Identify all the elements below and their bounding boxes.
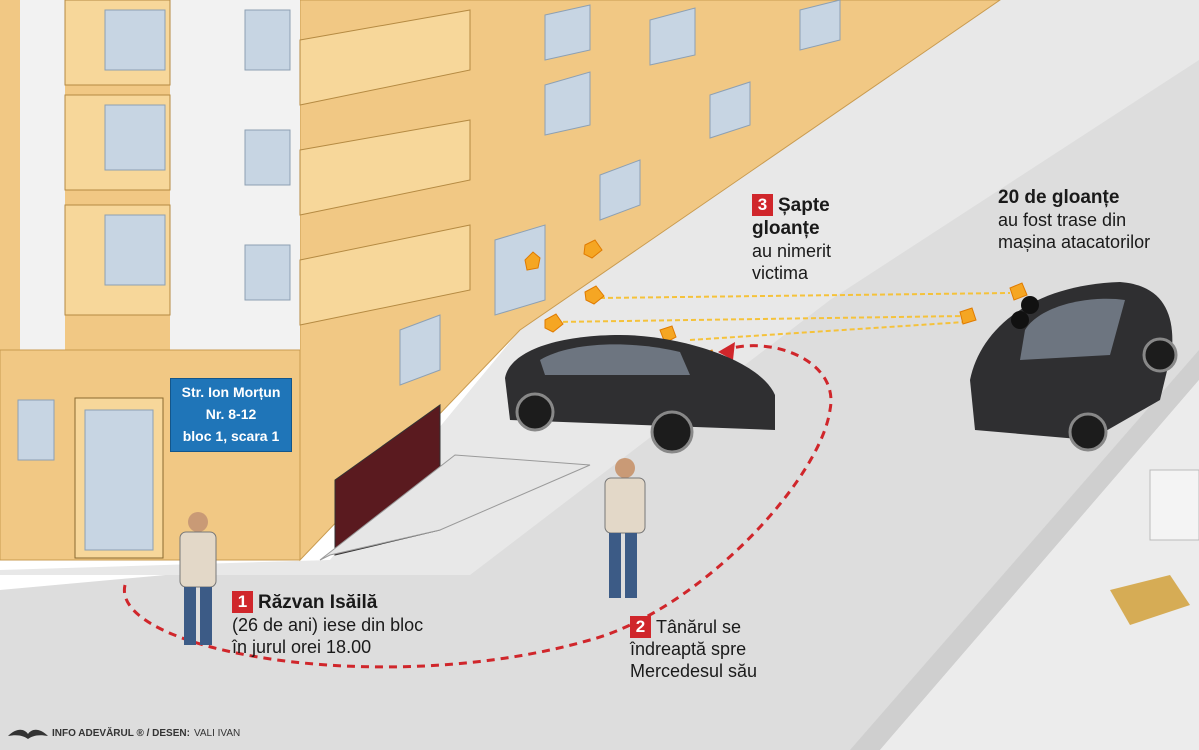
address-sign: Str. Ion Morțun Nr. 8-12 bloc 1, scara 1 <box>170 378 292 452</box>
step-3-title-line-2: gloanțe <box>752 218 820 239</box>
credit-info: INFO ADEVĂRUL ® / DESEN: <box>52 727 190 739</box>
step-1-line-2: în jurul orei 18.00 <box>232 637 372 657</box>
step-1-title: Răzvan Isăilă <box>258 592 378 613</box>
sidewalk <box>0 0 1199 575</box>
shooters-note: 20 de gloanțe au fost trase din mașina a… <box>998 186 1150 253</box>
step-3-number: 3 <box>752 194 773 216</box>
victim-figure-exiting <box>179 512 217 645</box>
step-2-line-3: Mercedesul său <box>630 661 758 681</box>
address-street: Str. Ion Morțun <box>181 384 281 400</box>
shooters-note-title: 20 de gloanțe <box>998 187 1120 208</box>
front-windows <box>17 9 291 461</box>
side-balconies <box>299 9 471 326</box>
door-glass <box>84 409 154 551</box>
address-number: Nr. 8-12 <box>205 406 257 422</box>
step-3-title-line-1: Șapte <box>778 195 830 216</box>
side-windows <box>399 0 841 386</box>
victim-walking-path <box>123 344 833 669</box>
far-sidewalk <box>880 380 1199 750</box>
victim-figure-walking <box>604 458 646 598</box>
manhole <box>1110 575 1190 625</box>
step-2-line-2: îndreaptă spre <box>630 639 747 659</box>
garage-ramp <box>319 454 591 561</box>
victim-mercedes-car <box>505 335 775 454</box>
attackers-car <box>970 282 1178 452</box>
shooters-note-line-1: au fost trase din <box>998 210 1127 230</box>
eagle-icon <box>8 729 48 739</box>
shooters-note-line-2: mașina atacatorilor <box>998 232 1151 252</box>
step-1-number: 1 <box>232 591 253 613</box>
step-1-line-1: (26 de ani) iese din bloc <box>232 615 424 635</box>
bullet-trails <box>554 292 1011 341</box>
step-3-line-1: au nimerit <box>752 241 832 261</box>
corner-building <box>1149 469 1199 541</box>
far-curb <box>850 350 1199 750</box>
step-2-line-1: Tânărul se <box>656 617 742 637</box>
credit-line: INFO ADEVĂRUL ® / DESEN: VALI IVAN <box>8 726 240 740</box>
impact-sparks <box>524 239 1028 369</box>
path-arrow-head <box>718 342 735 360</box>
address-block: bloc 1, scara 1 <box>182 428 280 444</box>
step-2-number: 2 <box>630 616 651 638</box>
step-3-line-2: victima <box>752 263 809 283</box>
credit-author: VALI IVAN <box>193 727 241 739</box>
